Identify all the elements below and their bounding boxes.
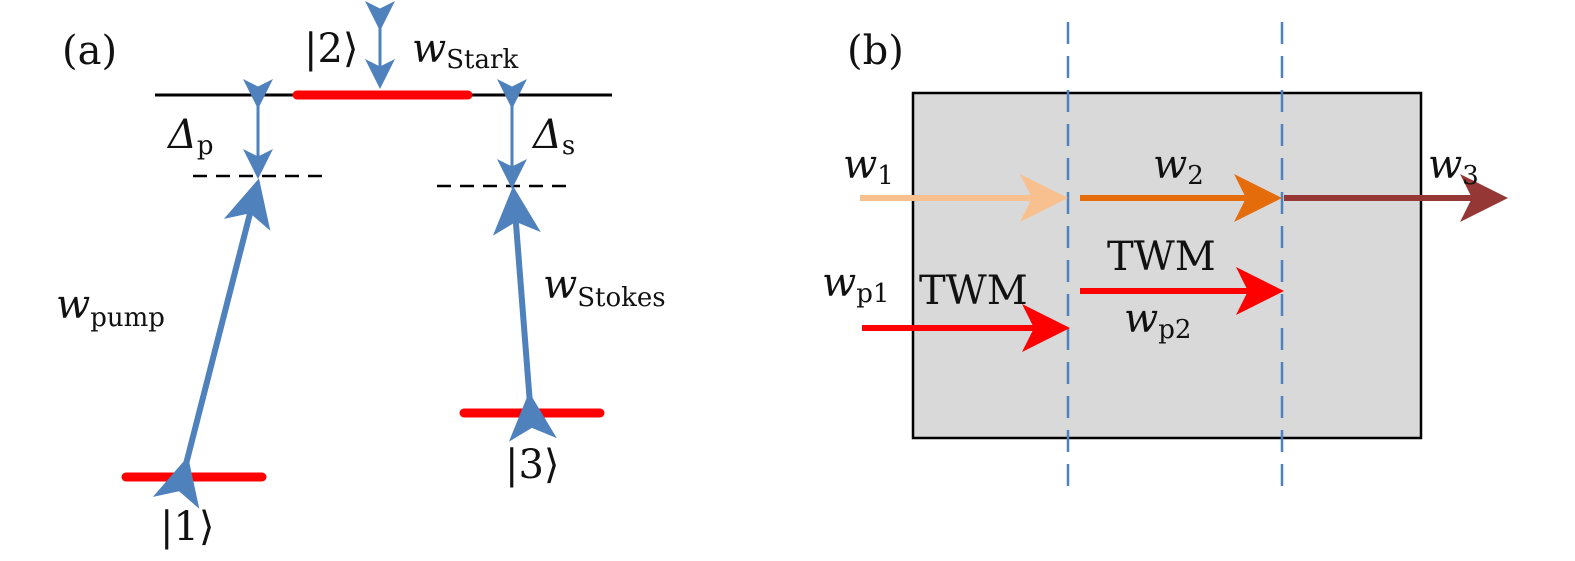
wp1-label: wp1 — [822, 260, 889, 309]
pump-detuning-label: Δp — [166, 112, 214, 161]
stokes-label: wStokes — [543, 262, 666, 313]
wp2-label: wp2 — [1124, 296, 1191, 345]
stokes-detuning-label: Δs — [531, 112, 575, 161]
panel-a-label: (a) — [62, 28, 117, 74]
pump-transition-arrow — [152, 178, 271, 509]
twm-label-2: TWM — [1107, 234, 1216, 280]
stark-label: wStark — [412, 26, 518, 75]
w2-label: w2 — [1153, 142, 1204, 191]
w3-label: w3 — [1428, 142, 1479, 191]
panel-a: (a) |2⟩ wStark Δp Δs |1⟩ |3⟩ wpump wStok… — [56, 1, 666, 550]
stokes-transition-arrow — [492, 186, 557, 442]
panel-b-label: (b) — [847, 28, 904, 74]
twm-label-1: TWM — [919, 268, 1028, 314]
state-1-label: |1⟩ — [160, 504, 215, 550]
state-2-label: |2⟩ — [304, 26, 359, 72]
panel-b: (b) w1 w2 w3 wp1 wp2 TWM TWM — [822, 22, 1508, 495]
w1-label: w1 — [843, 142, 894, 191]
state-3-label: |3⟩ — [505, 442, 560, 488]
pump-label: wpump — [56, 282, 165, 333]
crystal-box — [911, 91, 1423, 440]
